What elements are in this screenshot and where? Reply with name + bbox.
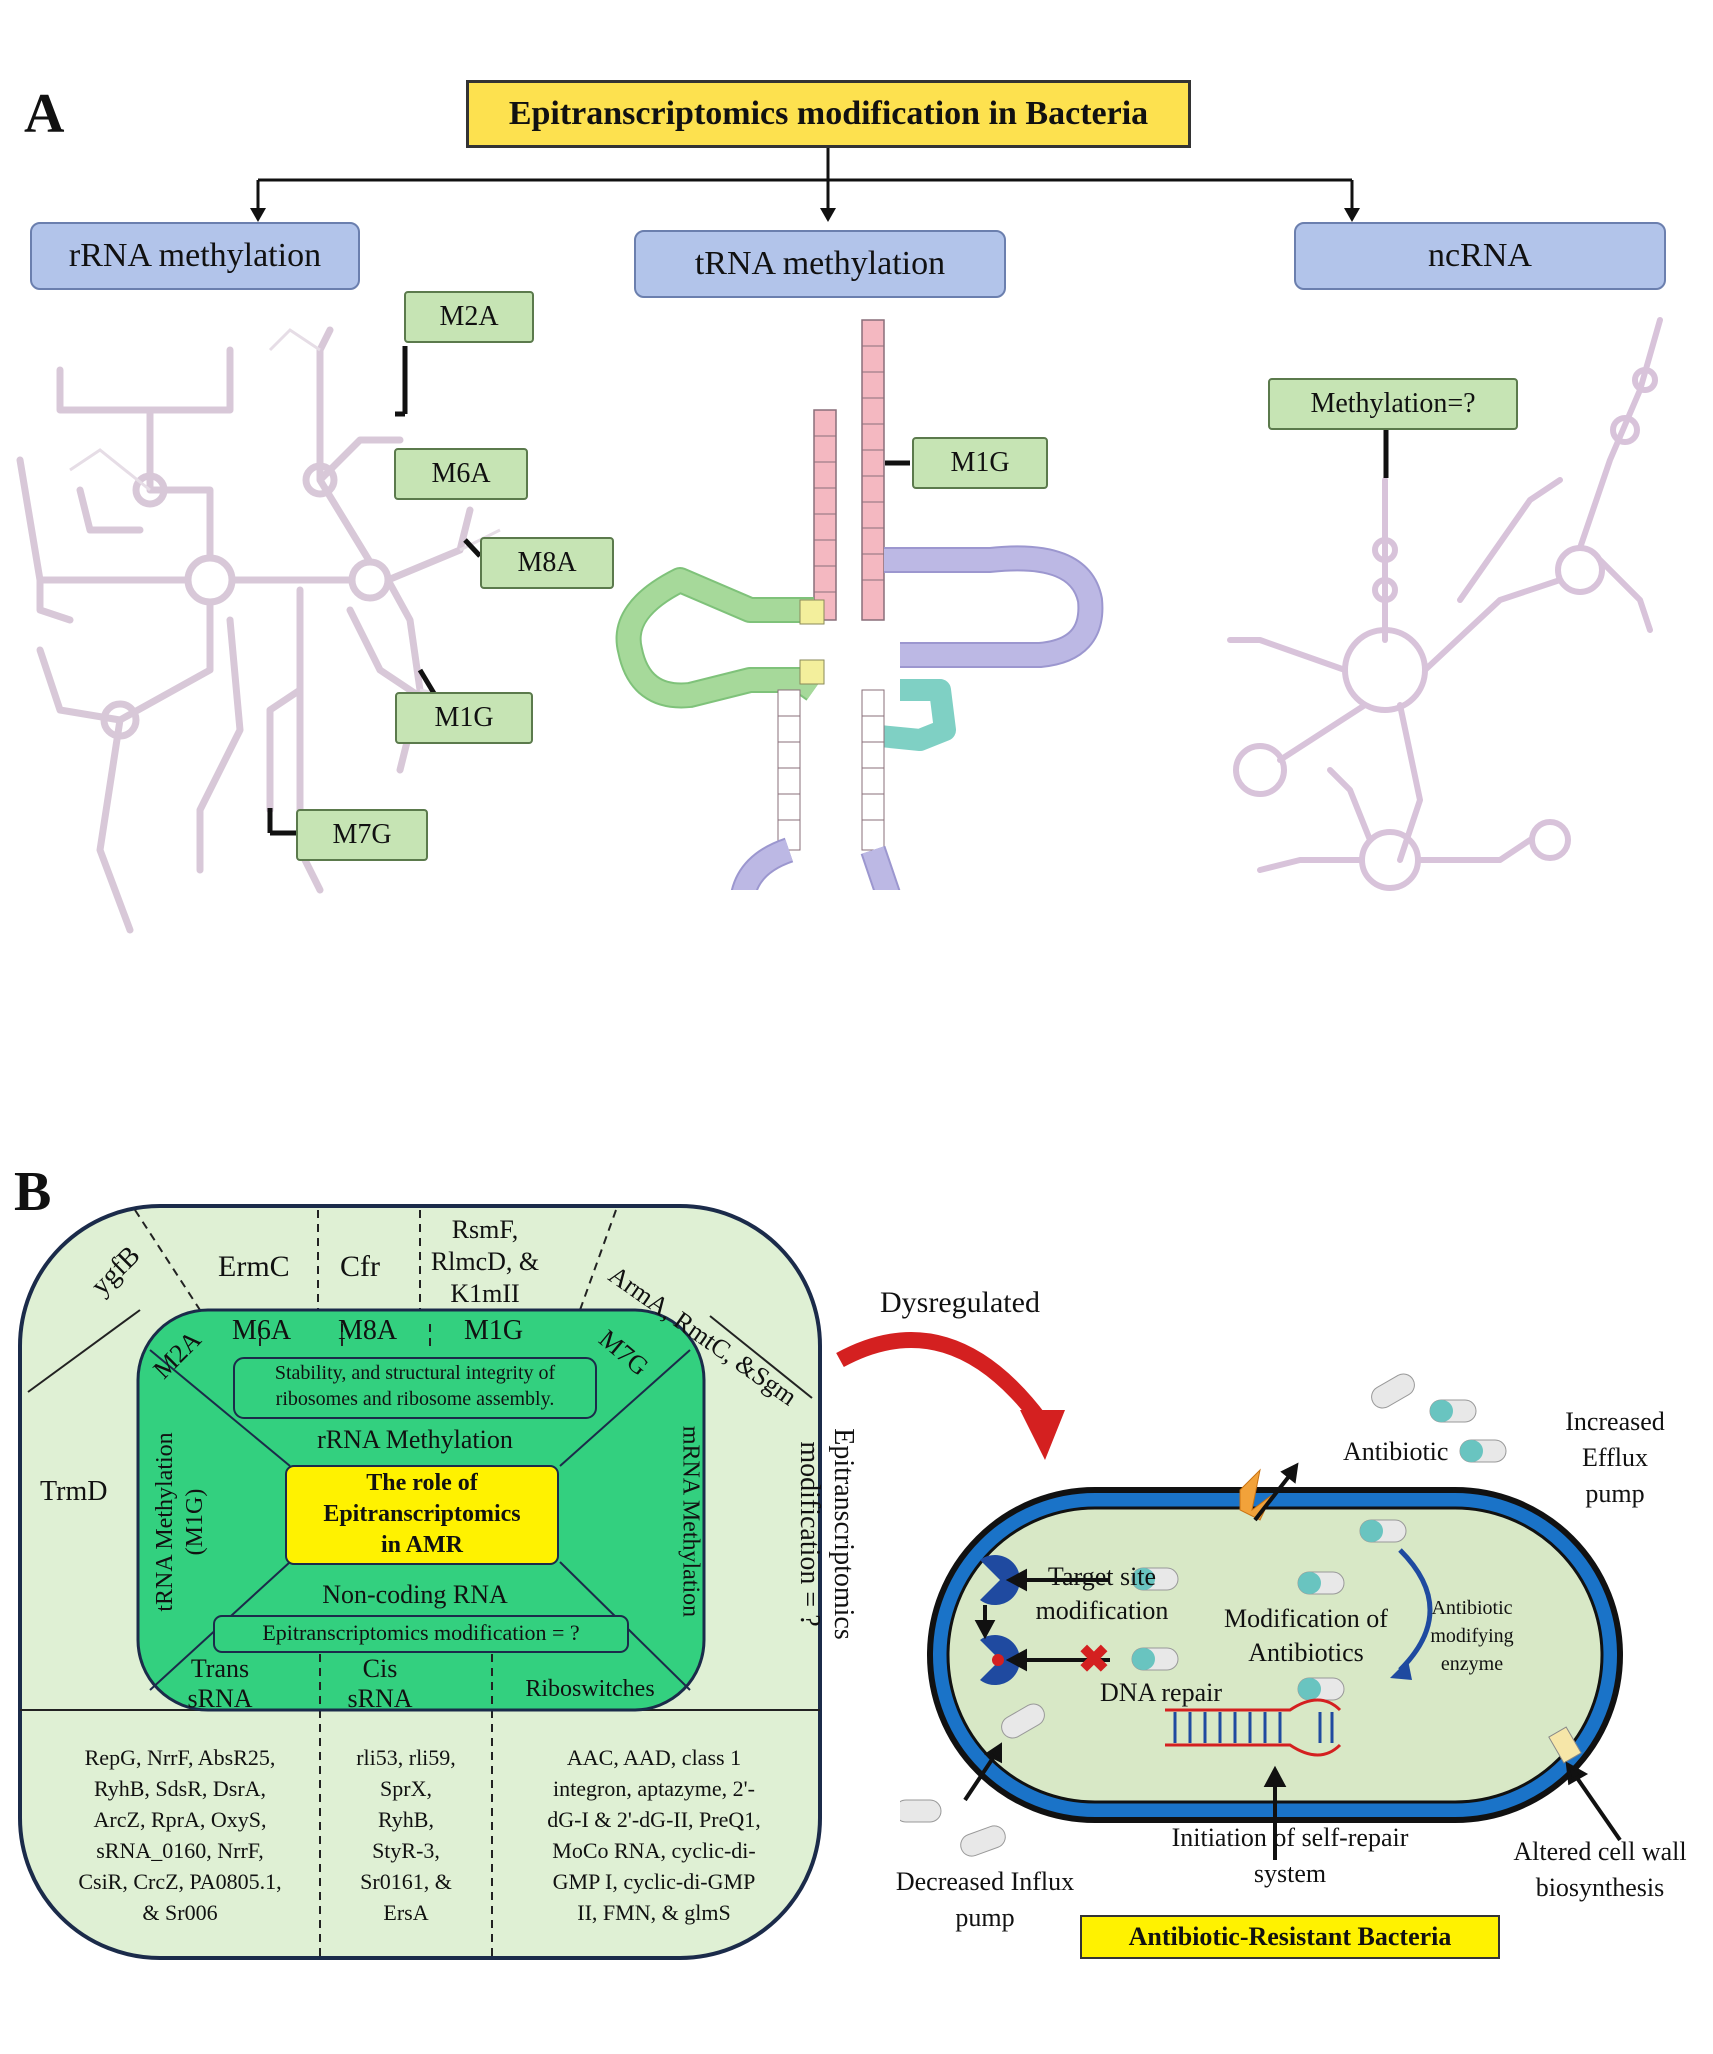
amr-wheel bbox=[18, 1204, 822, 1960]
center-title: The role of Epitranscriptomics in AMR bbox=[323, 1470, 521, 1558]
category-trna: tRNA methylation bbox=[634, 230, 1006, 298]
ncrna-tag-methylation: Methylation=? bbox=[1268, 378, 1518, 430]
trna-methylation-label: tRNA Methylation (M1G) bbox=[152, 1432, 208, 1612]
influx-label: Decreased Influx pump bbox=[895, 1867, 1075, 1932]
antibiotic-label: Antibiotic bbox=[1343, 1437, 1449, 1466]
riboswitches-label: Riboswitches bbox=[525, 1676, 655, 1702]
enzyme-label: Antibiotic modifying enzyme bbox=[1430, 1597, 1514, 1675]
rrna-tag-m6a: M6A bbox=[394, 448, 528, 500]
bacteria-cell: ✖ bbox=[900, 1373, 1623, 1860]
category-rrna: rRNA methylation bbox=[30, 222, 360, 290]
segment-cfr: Cfr bbox=[340, 1250, 380, 1283]
panel-b-letter: B bbox=[14, 1161, 52, 1223]
stability-text: Stability, and structural integrity of r… bbox=[274, 1362, 556, 1410]
mod-antibiotics-label: Modification of Antibiotics bbox=[1224, 1604, 1388, 1667]
rrna-methylation-label: rRNA Methylation bbox=[317, 1425, 513, 1454]
mod-m6a: M6A bbox=[232, 1315, 292, 1346]
trna-tag-connector bbox=[885, 460, 910, 466]
rrna-tag-m1g: M1G bbox=[395, 692, 533, 744]
ncrna-tag-connector bbox=[1383, 428, 1389, 478]
segment-trmd: TrmD bbox=[40, 1476, 108, 1507]
dysregulated-arrow bbox=[836, 1332, 1065, 1460]
resistant-bacteria-label: Antibiotic-Resistant Bacteria bbox=[1080, 1915, 1500, 1959]
panel-a-letter: A bbox=[24, 83, 65, 145]
nc-mod-text: Epitranscriptomics modification = ? bbox=[262, 1620, 580, 1645]
dysregulated-label: Dysregulated bbox=[880, 1286, 1040, 1319]
trna-tag-m1g: M1G bbox=[912, 437, 1048, 489]
panel-a-title: Epitranscriptomics modification in Bacte… bbox=[466, 80, 1191, 148]
cis-list: rli53, rli59, SprX, RyhB, StyR-3, Sr0161… bbox=[356, 1745, 456, 1925]
ribo-list: AAC, AAD, class 1 integron, aptazyme, 2'… bbox=[547, 1745, 761, 1925]
mod-m8a: M8A bbox=[338, 1315, 398, 1346]
mrna-methylation-label: mRNA Methylation bbox=[677, 1425, 704, 1618]
cis-srna-label: Cis sRNA bbox=[347, 1654, 413, 1713]
svg-text:✖: ✖ bbox=[1078, 1639, 1110, 1681]
cell-wall-label: Altered cell wall biosynthesis bbox=[1513, 1837, 1687, 1902]
rrna-tag-m2a: M2A bbox=[404, 291, 534, 343]
rrna-tag-connectors bbox=[267, 346, 482, 836]
mod-m1g: M1G bbox=[464, 1315, 524, 1346]
panel-a-connectors bbox=[250, 148, 1360, 222]
trna-structure bbox=[615, 319, 1104, 890]
self-repair-label: Initiation of self-repair system bbox=[1171, 1823, 1409, 1888]
category-ncrna: ncRNA bbox=[1294, 222, 1666, 290]
trans-srna-label: Trans sRNA bbox=[187, 1654, 253, 1713]
ncrna-label: Non-coding RNA bbox=[322, 1580, 508, 1609]
rrna-tag-m7g: M7G bbox=[296, 809, 428, 861]
efflux-label: Increased Efflux pump bbox=[1565, 1407, 1665, 1508]
segment-ermc: ErmC bbox=[218, 1250, 290, 1283]
segment-rsmf: RsmF, RlmcD, & K1mII bbox=[430, 1215, 540, 1308]
rrna-tag-m8a: M8A bbox=[480, 537, 614, 589]
dna-repair-label: DNA repair bbox=[1100, 1678, 1223, 1707]
ncrna-structure bbox=[1227, 317, 1663, 891]
trans-list: RepG, NrrF, AbsR25, RyhB, SdsR, DsrA, Ar… bbox=[78, 1745, 282, 1925]
target-site-label: Target site modification bbox=[1035, 1562, 1169, 1625]
target-enzyme-1 bbox=[980, 1555, 1020, 1605]
